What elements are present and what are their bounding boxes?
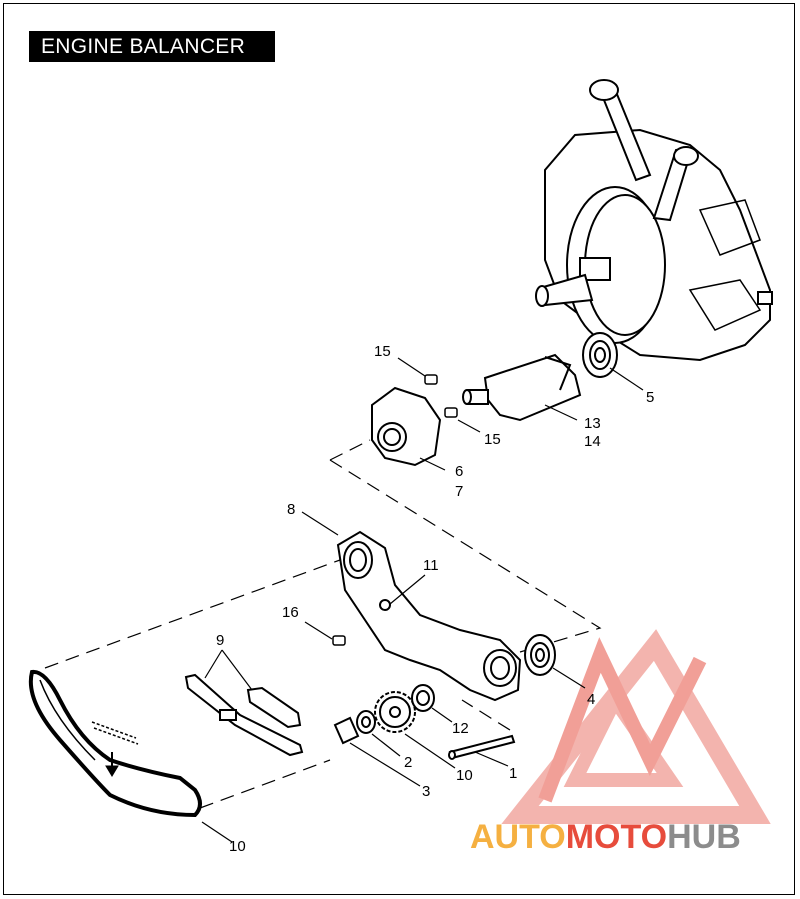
alignment-lines — [44, 439, 602, 809]
callout-16: 16 — [282, 604, 299, 621]
callout-13: 13 — [584, 415, 601, 432]
callout-15: 15 — [374, 343, 391, 360]
watermark-part-hub: HUB — [667, 818, 741, 856]
callout-6: 6 — [455, 463, 463, 480]
watermark-part-moto: MOTO — [566, 818, 667, 856]
balancer-shaft — [462, 353, 582, 422]
callout-10: 10 — [229, 838, 246, 855]
svg-text:AUTOMOTOHUB: AUTOMOTOHUB — [470, 818, 741, 856]
watermark-text: AUTOMOTOHUB — [470, 818, 741, 856]
sprocket-and-hardware — [333, 684, 516, 760]
direction-arrow-icon — [105, 765, 119, 777]
callout-3: 3 — [422, 783, 430, 800]
balancer-housing — [371, 386, 442, 467]
callout-11: 11 — [423, 557, 439, 574]
chain-guide-plate — [336, 530, 522, 702]
crankcase-assembly — [535, 79, 773, 362]
callout-2: 2 — [404, 754, 412, 771]
callout-4: 4 — [587, 691, 595, 708]
chain-guides-9 — [184, 673, 304, 757]
bearing-5 — [582, 332, 618, 378]
dowel-pin-16 — [332, 635, 346, 646]
callout-7: 7 — [455, 483, 463, 500]
callout-5: 5 — [646, 389, 654, 406]
diagram-title: ENGINE BALANCER — [29, 31, 275, 62]
watermark-part-auto: AUTO — [470, 818, 566, 856]
callout-14: 14 — [584, 433, 601, 450]
callout-12: 12 — [452, 720, 469, 737]
chain-link-detail — [91, 721, 139, 745]
callout-1: 1 — [509, 765, 517, 782]
callout-10: 10 — [456, 767, 473, 784]
diagram-frame — [3, 3, 795, 895]
callout-9: 9 — [216, 632, 224, 649]
watermark-logo — [501, 629, 771, 824]
callout-15: 15 — [484, 431, 501, 448]
callout-labels: 15 5 13 14 15 6 7 8 11 16 9 4 12 2 10 1 … — [216, 343, 654, 855]
balancer-chain — [28, 669, 202, 818]
bearing-4 — [524, 634, 556, 676]
dowel-pins-15 — [424, 374, 458, 418]
leader-lines — [201, 357, 644, 843]
callout-8: 8 — [287, 501, 295, 518]
